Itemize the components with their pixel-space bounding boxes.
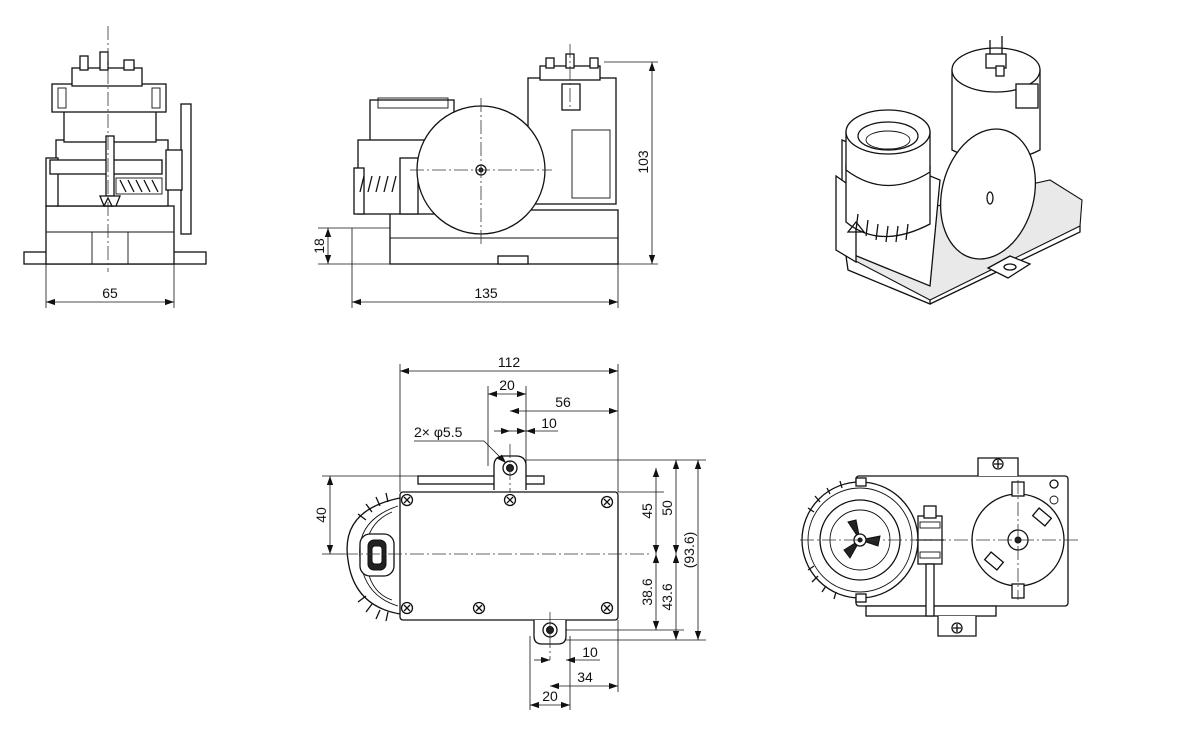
plan-dimensions: 112 20 56 10 2× φ5.5 40 45 50 (93: [313, 354, 706, 710]
dim-label-56: 56: [555, 394, 571, 410]
front-gear-teeth: [115, 177, 163, 195]
dim-side-length: 135: [351, 228, 619, 308]
dim-label-18: 18: [311, 238, 327, 254]
dim-side-height: 103: [604, 61, 658, 265]
dim-label-43-6: 43.6: [659, 583, 675, 610]
dim-label-65: 65: [102, 285, 118, 301]
dim-label-38-6: 38.6: [639, 578, 655, 605]
dim-label-34: 34: [577, 669, 593, 685]
dim-side-base: 18: [311, 227, 390, 265]
bottom-view: [800, 457, 1080, 637]
dim-label-135: 135: [474, 285, 498, 301]
dim-front-width: 65: [45, 264, 175, 308]
dim-label-holes: 2× φ5.5: [414, 424, 463, 440]
dim-label-40: 40: [313, 507, 329, 523]
side-gear-teeth: [359, 175, 397, 193]
dim-label-bottom-10: 10: [582, 644, 598, 660]
dim-label-93-6: (93.6): [681, 532, 697, 569]
dim-label-top-10: 10: [541, 415, 557, 431]
dim-label-bottom-20: 20: [542, 688, 558, 704]
dim-label-45: 45: [639, 503, 655, 519]
plan-left-ribs: [357, 492, 389, 622]
dim-label-103: 103: [635, 150, 651, 174]
plan-screws: [400, 493, 614, 615]
plan-view: [344, 444, 650, 660]
dim-label-50: 50: [659, 500, 675, 516]
dim-label-top-20: 20: [499, 377, 515, 393]
impeller-ribs: [807, 480, 843, 600]
front-view: [23, 26, 207, 272]
iso-gear-teeth: [855, 213, 909, 243]
dim-label-112: 112: [498, 354, 521, 370]
side-view: [353, 44, 619, 265]
isometric-view: [835, 36, 1083, 305]
